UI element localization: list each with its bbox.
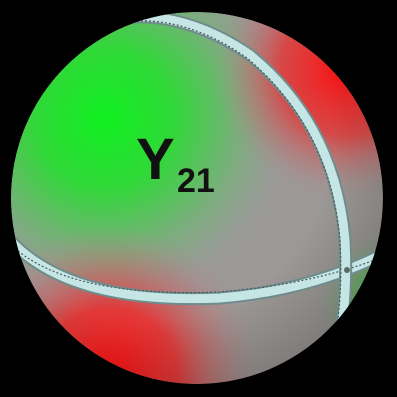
harmonic-subscript-wrapper: 21	[177, 162, 215, 200]
harmonic-symbol: Y	[136, 127, 175, 192]
nodal-intersection	[344, 267, 350, 273]
harmonic-label: Y	[136, 127, 175, 192]
harmonic-subscript: 21	[177, 162, 215, 200]
